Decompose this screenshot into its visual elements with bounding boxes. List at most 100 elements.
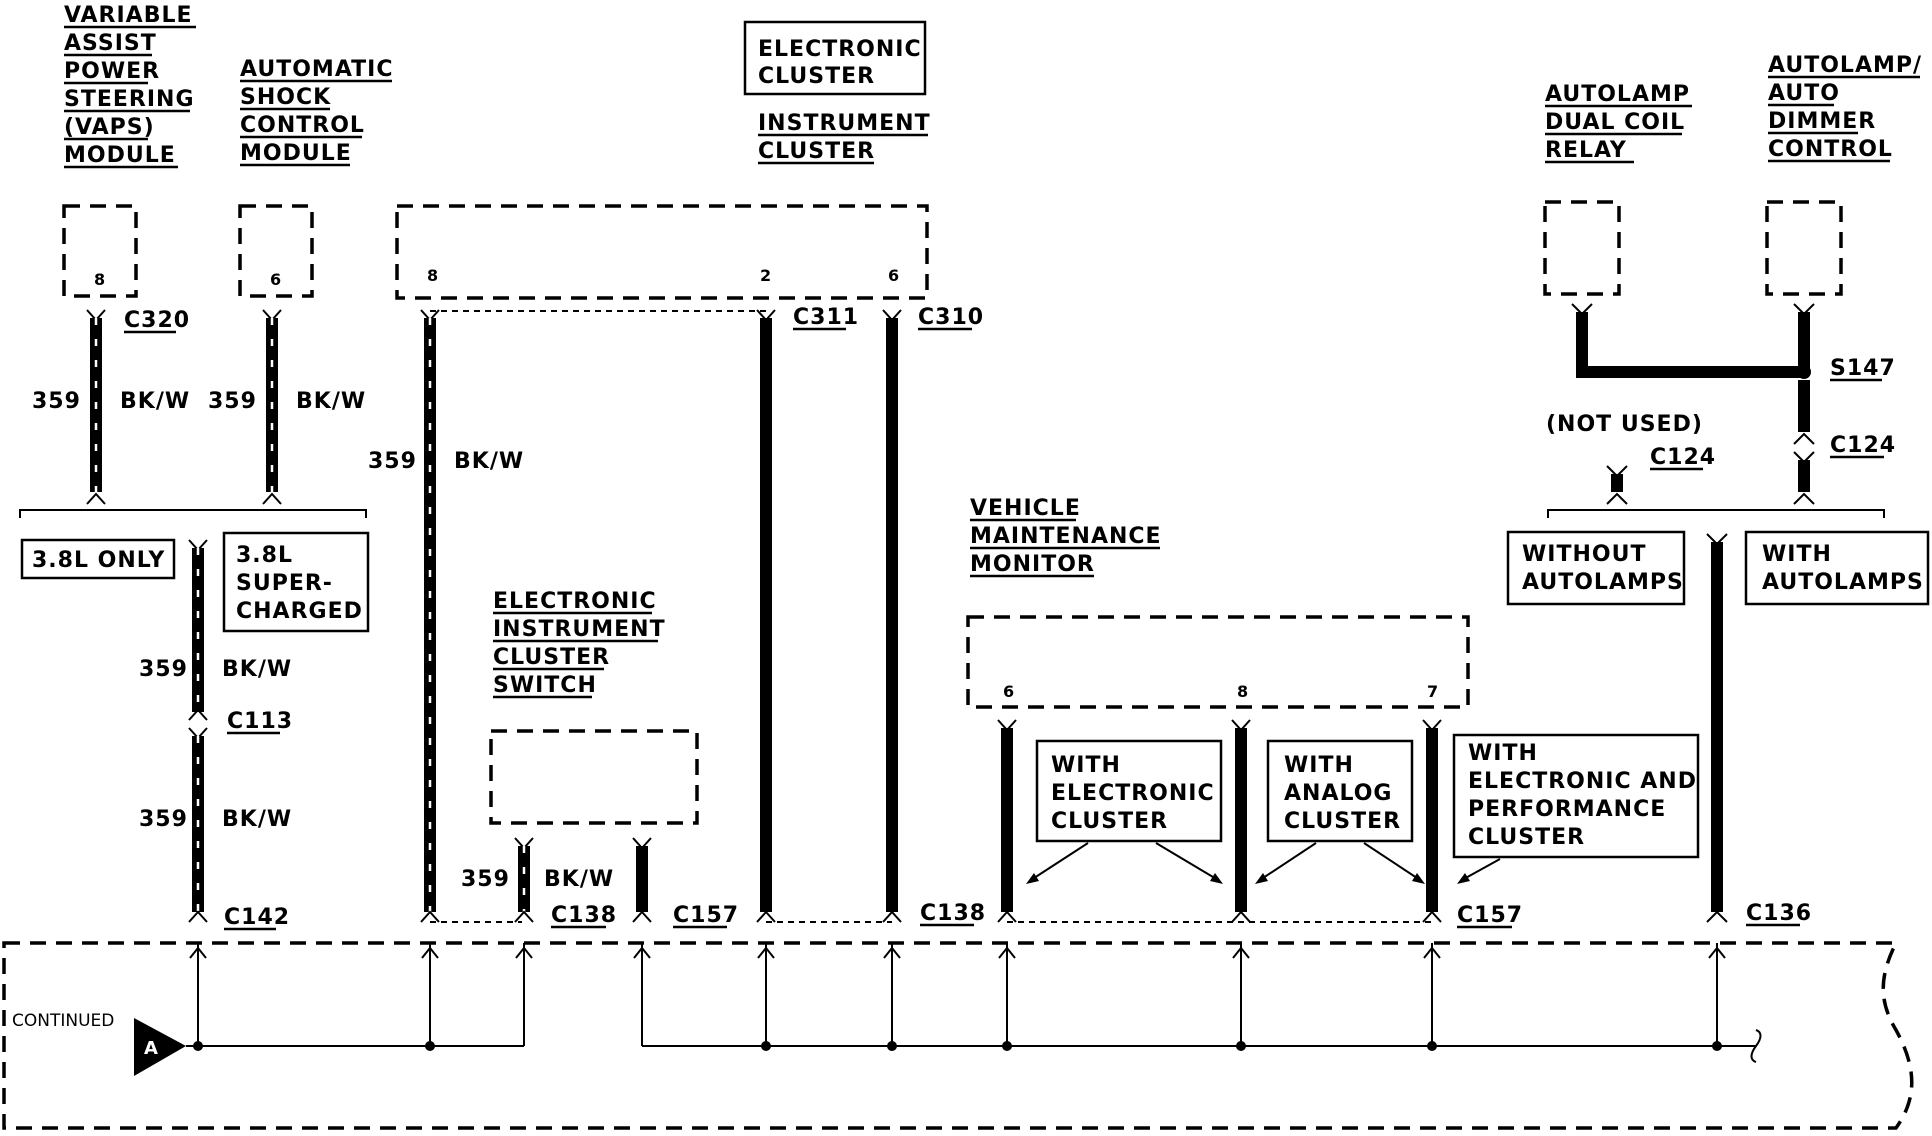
svg-text:CONTROL: CONTROL bbox=[1768, 137, 1893, 162]
svg-text:INSTRUMENT: INSTRUMENT bbox=[493, 617, 666, 642]
pin-vaps: 8 bbox=[94, 270, 105, 289]
connector-c138-b: C138 bbox=[920, 901, 986, 926]
connector-c124-left: C124 bbox=[1650, 445, 1716, 470]
svg-text:ANALOG: ANALOG bbox=[1284, 781, 1392, 806]
connector-c157-a: C157 bbox=[673, 903, 739, 928]
pin-ic-left: 8 bbox=[427, 266, 438, 285]
svg-text:AUTO: AUTO bbox=[1768, 81, 1840, 106]
svg-text:SHOCK: SHOCK bbox=[240, 85, 331, 110]
vmm-left-wire bbox=[997, 719, 1017, 923]
ic-circuit-number: 359 bbox=[368, 449, 417, 474]
svg-text:3.8L: 3.8L bbox=[236, 543, 293, 568]
electronic-cluster-title: ELECTRONIC CLUSTER bbox=[743, 20, 927, 96]
svg-text:WITH: WITH bbox=[1762, 542, 1832, 567]
pin-vmm-left: 6 bbox=[1003, 682, 1014, 701]
svg-text:WITHOUT: WITHOUT bbox=[1522, 542, 1646, 567]
vaps-module-title: VARIABLE ASSIST POWER STEERING (VAPS) MO… bbox=[64, 3, 196, 169]
connector-c310: C310 bbox=[918, 305, 984, 330]
pin-ic-right: 6 bbox=[888, 266, 899, 285]
vmm-right-wire bbox=[1422, 719, 1442, 923]
option-box-analog: WITH ANALOG CLUSTER bbox=[1266, 739, 1414, 843]
connector-c136: C136 bbox=[1746, 901, 1812, 926]
switch-wire-color: BK/W bbox=[544, 867, 614, 892]
svg-text:VARIABLE: VARIABLE bbox=[64, 3, 193, 28]
ic-switch-wire-2 bbox=[632, 837, 652, 923]
lower-left-wire bbox=[188, 539, 208, 923]
ground-bus-lines bbox=[186, 1029, 1762, 1063]
vaps-wire-color: BK/W bbox=[120, 389, 190, 414]
ic-switch-title: ELECTRONIC INSTRUMENT CLUSTER SWITCH bbox=[493, 589, 666, 699]
svg-text:3.8L ONLY: 3.8L ONLY bbox=[32, 548, 165, 573]
svg-text:(VAPS): (VAPS) bbox=[64, 115, 155, 140]
autolamp-dimmer-wire bbox=[1793, 303, 1815, 505]
ic-switch-box bbox=[489, 729, 699, 825]
autolamp-dimmer-title: AUTOLAMP/ AUTO DIMMER CONTROL bbox=[1768, 53, 1922, 163]
not-used-wire bbox=[1606, 465, 1628, 505]
shock-control-module-title: AUTOMATIC SHOCK CONTROL MODULE bbox=[240, 57, 392, 167]
option-box-38-only: 3.8L ONLY bbox=[20, 538, 176, 580]
vehicle-maintenance-monitor-title: VEHICLE MAINTENANCE MONITOR bbox=[970, 496, 1162, 578]
connector-c113: C113 bbox=[227, 709, 293, 734]
svg-text:ELECTRONIC: ELECTRONIC bbox=[758, 37, 922, 62]
svg-text:AUTOLAMPS: AUTOLAMPS bbox=[1522, 570, 1684, 595]
upper-wire-color: BK/W bbox=[222, 657, 292, 682]
ic-wire-color: BK/W bbox=[454, 449, 524, 474]
autolamp-relay-title: AUTOLAMP DUAL COIL RELAY bbox=[1545, 82, 1692, 164]
svg-text:MONITOR: MONITOR bbox=[970, 552, 1095, 577]
svg-text:A: A bbox=[144, 1038, 158, 1059]
option-brace-left bbox=[19, 509, 367, 518]
autolamp-relay-wire bbox=[1571, 303, 1804, 378]
svg-text:CLUSTER: CLUSTER bbox=[758, 64, 875, 89]
option-box-without-autolamps: WITHOUT AUTOLAMPS bbox=[1506, 530, 1686, 606]
svg-text:PERFORMANCE: PERFORMANCE bbox=[1468, 797, 1666, 822]
svg-text:MAINTENANCE: MAINTENANCE bbox=[970, 524, 1162, 549]
svg-text:AUTOLAMP/: AUTOLAMP/ bbox=[1768, 53, 1922, 78]
svg-text:MODULE: MODULE bbox=[240, 141, 352, 166]
pin-shock: 6 bbox=[270, 270, 281, 289]
svg-text:ELECTRONIC: ELECTRONIC bbox=[1051, 781, 1215, 806]
shock-wire-color: BK/W bbox=[296, 389, 366, 414]
autolamp-relay-box bbox=[1543, 200, 1621, 296]
connector-c320: C320 bbox=[124, 308, 190, 333]
svg-text:VEHICLE: VEHICLE bbox=[970, 496, 1081, 521]
svg-text:CLUSTER: CLUSTER bbox=[758, 139, 875, 164]
callout-arrows bbox=[1026, 842, 1501, 884]
svg-text:DUAL COIL: DUAL COIL bbox=[1545, 110, 1685, 135]
svg-text:SUPER-: SUPER- bbox=[236, 571, 333, 596]
svg-text:WITH: WITH bbox=[1468, 741, 1538, 766]
lower-wire-color: BK/W bbox=[222, 807, 292, 832]
connector-c157-b: C157 bbox=[1457, 903, 1523, 928]
autolamp-output-wire bbox=[1706, 533, 1728, 923]
svg-text:ELECTRONIC AND: ELECTRONIC AND bbox=[1468, 769, 1697, 794]
pin-vmm-mid: 8 bbox=[1237, 682, 1248, 701]
svg-text:AUTOLAMPS: AUTOLAMPS bbox=[1762, 570, 1924, 595]
bus-terminals bbox=[189, 943, 1726, 1046]
ic-switch-wire-1 bbox=[514, 837, 534, 923]
svg-text:MODULE: MODULE bbox=[64, 143, 176, 168]
svg-text:INSTRUMENT: INSTRUMENT bbox=[758, 111, 931, 136]
svg-text:CLUSTER: CLUSTER bbox=[493, 645, 610, 670]
upper-circuit-number: 359 bbox=[139, 657, 188, 682]
connector-c138-a: C138 bbox=[551, 903, 617, 928]
svg-text:ASSIST: ASSIST bbox=[64, 31, 157, 56]
svg-text:AUTOLAMP: AUTOLAMP bbox=[1545, 82, 1690, 107]
connector-c124-right: C124 bbox=[1830, 433, 1896, 458]
pin-vmm-right: 7 bbox=[1427, 682, 1438, 701]
shock-circuit-number: 359 bbox=[208, 389, 257, 414]
shock-wire bbox=[262, 309, 282, 505]
splice-s147: S147 bbox=[1830, 356, 1896, 381]
svg-text:WITH: WITH bbox=[1284, 753, 1354, 778]
vmm-box bbox=[966, 615, 1470, 709]
pin-ic-mid: 2 bbox=[760, 266, 771, 285]
svg-text:CLUSTER: CLUSTER bbox=[1051, 809, 1168, 834]
vaps-module-box bbox=[62, 204, 138, 298]
switch-circuit-number: 359 bbox=[461, 867, 510, 892]
vaps-circuit-number: 359 bbox=[32, 389, 81, 414]
svg-text:STEERING: STEERING bbox=[64, 87, 195, 112]
svg-text:WITH: WITH bbox=[1051, 753, 1121, 778]
continuation-box bbox=[2, 941, 1914, 1130]
svg-text:ELECTRONIC: ELECTRONIC bbox=[493, 589, 657, 614]
option-box-with-autolamps: WITH AUTOLAMPS bbox=[1744, 530, 1930, 606]
connector-c142: C142 bbox=[224, 905, 290, 930]
